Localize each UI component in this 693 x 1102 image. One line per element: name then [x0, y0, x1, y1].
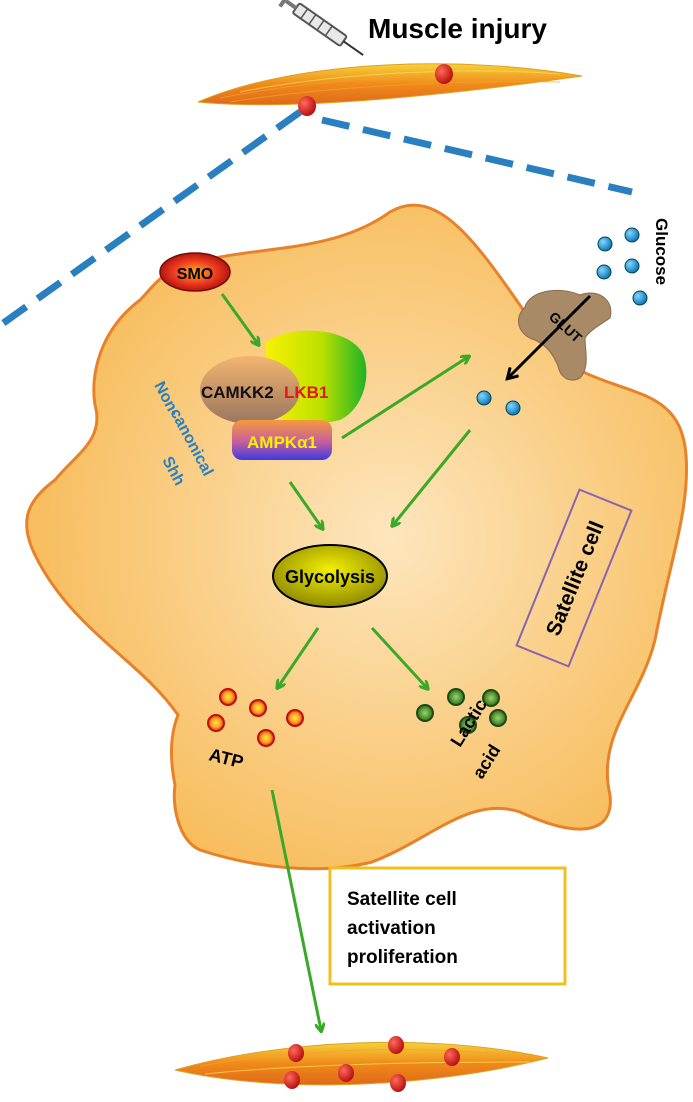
ampk-label: AMPKα1: [247, 433, 317, 452]
regeneration-arrow: [270, 789, 321, 1030]
nucleus-marker: [435, 64, 453, 84]
outcome-line-1: Satellite cell: [347, 889, 457, 910]
syringe-icon: [278, 0, 364, 56]
outcome-box: [328, 866, 567, 986]
glucose-molecules-outside: [596, 227, 648, 306]
outcome-line-3: proliferation: [347, 947, 458, 968]
muscle-fiber-injured: [197, 63, 583, 106]
zoom-line-left: [0, 109, 303, 327]
nuclei-regenerated: [284, 1036, 460, 1092]
camkk2-label: CAMKK2: [201, 383, 274, 402]
zoom-line-right: [321, 116, 633, 196]
glucose-molecules-inside: [476, 390, 521, 416]
smo-node: [159, 252, 231, 292]
pathway-arrows: [220, 293, 470, 688]
glycolysis-node: [272, 544, 388, 608]
ampk-node: [232, 420, 332, 460]
glycolysis-label: Glycolysis: [285, 567, 375, 587]
smo-label: SMO: [177, 266, 213, 283]
glucose-transport-arrow: [508, 294, 592, 378]
injury-site-marker: [298, 96, 316, 116]
title-text: Muscle injury: [368, 13, 547, 44]
glucose-label: Glucose: [652, 218, 671, 285]
muscle-fiber-regenerated: [174, 1041, 549, 1086]
lkb1-label: LKB1: [284, 383, 328, 402]
lactic-acid-molecules: [416, 688, 507, 734]
outcome-line-2: activation: [347, 918, 436, 939]
atp-molecules: [207, 688, 304, 747]
camkk2-node: [200, 356, 300, 424]
glut-transporter: [517, 289, 612, 381]
